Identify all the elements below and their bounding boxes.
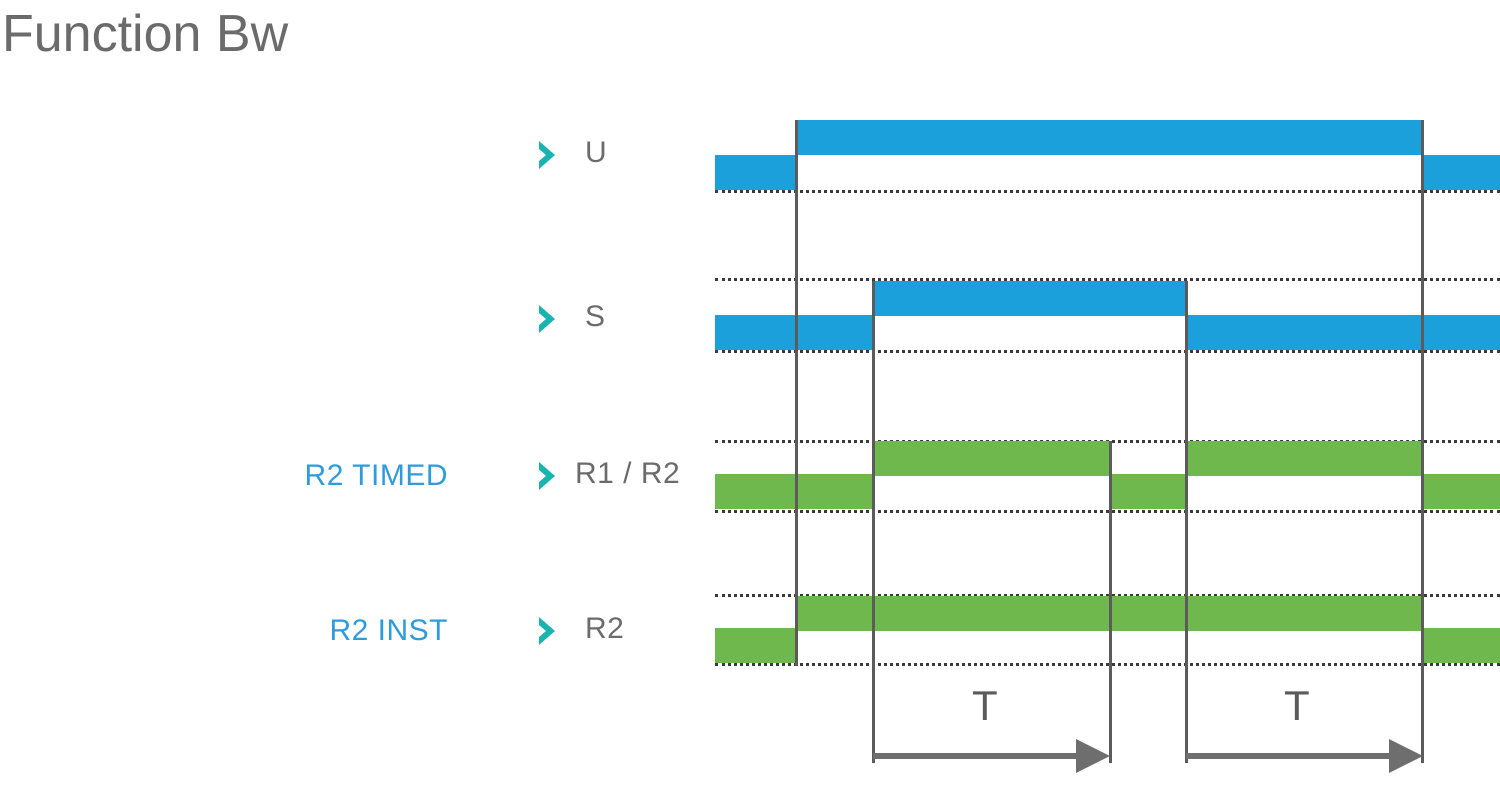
waveform-segment-r1r2-low-2 — [1110, 474, 1186, 509]
chevron-right-icon — [535, 303, 561, 335]
interval-arrow-shaft-1 — [873, 753, 1078, 759]
waveform-segment-r2-low-1 — [715, 628, 797, 663]
row-label-r2: R2 INST R2 — [290, 612, 710, 652]
row-signal-label-u: U — [585, 136, 608, 169]
chevron-right-icon — [535, 460, 561, 492]
waveform-segment-r1r2-low-3 — [1422, 474, 1500, 509]
gridline-r1r2-low — [715, 510, 1500, 513]
transition-line-1 — [795, 120, 798, 666]
waveform-segment-s-high — [874, 281, 1187, 316]
interval-arrow-head-2 — [1389, 739, 1423, 773]
chevron-right-icon — [535, 615, 561, 647]
gridline-s-high — [715, 278, 1500, 281]
gridline-r2-low — [715, 663, 1500, 666]
interval-label-t-1: T — [972, 682, 998, 729]
row-label-u: U — [290, 136, 710, 176]
waveform-segment-s-low-2 — [1186, 315, 1500, 350]
gridline-s-low — [715, 350, 1500, 353]
row-mode-label-r2-inst: R2 INST — [329, 614, 448, 647]
row-signal-label-r1r2: R1 / R2 — [575, 457, 681, 490]
page-title: Function Bw — [2, 5, 289, 63]
waveform-segment-s-low-1 — [715, 315, 874, 350]
transition-line-3 — [1109, 441, 1112, 763]
row-label-r1r2: R2 TIMED R1 / R2 — [290, 457, 710, 497]
gridline-u-low — [715, 190, 1500, 193]
transition-line-5 — [1421, 120, 1424, 763]
gridline-r2-high — [715, 594, 1500, 597]
transition-line-4 — [1185, 281, 1188, 763]
transition-line-2 — [872, 281, 875, 763]
interval-arrow-shaft-2 — [1186, 753, 1391, 759]
waveform-segment-r1r2-high-1 — [874, 441, 1111, 476]
row-label-s: S — [290, 300, 710, 340]
row-signal-label-s: S — [585, 300, 606, 333]
waveform-segment-u-low-2 — [1422, 155, 1500, 190]
waveform-segment-r1r2-low-1 — [715, 474, 874, 509]
waveform-segment-u-high — [795, 120, 1424, 155]
interval-label-t-2: T — [1284, 682, 1310, 729]
row-signal-label-r2: R2 — [585, 612, 625, 645]
chevron-right-icon — [535, 139, 561, 171]
row-mode-label-r2-timed: R2 TIMED — [304, 459, 448, 492]
waveform-segment-r2-low-2 — [1422, 628, 1500, 663]
waveform-segment-u-low-1 — [715, 155, 797, 190]
interval-arrow-head-1 — [1076, 739, 1110, 773]
waveform-segment-r1r2-high-2 — [1186, 441, 1423, 476]
